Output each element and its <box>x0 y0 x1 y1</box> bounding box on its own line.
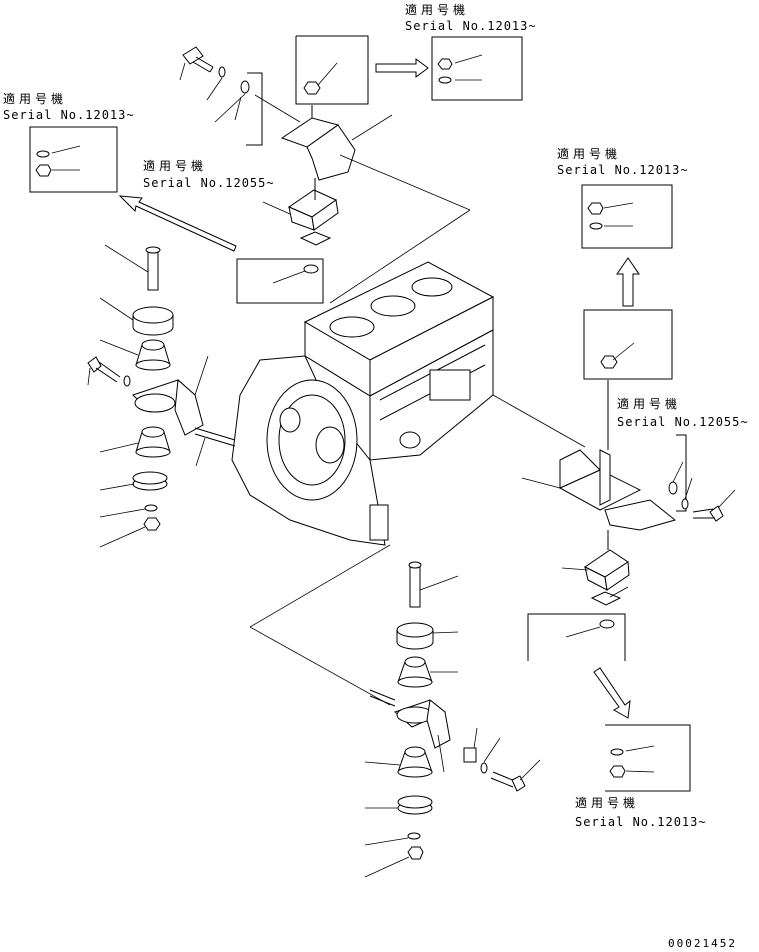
note-top-left-serial: Serial No.12013~ <box>3 108 135 122</box>
note-top-left-jp: 適用号機 <box>3 91 67 106</box>
note-mid-left: 適用号機 Serial No.12055~ <box>143 158 275 190</box>
note-right-mid: 適用号機 Serial No.12055~ <box>617 396 749 429</box>
note-right-top-jp: 適用号機 <box>557 146 621 161</box>
leader-top-bracket <box>339 154 471 211</box>
detail-box-top-left <box>29 126 118 193</box>
note-bottom-right-serial: Serial No.12013~ <box>575 815 707 829</box>
note-top-center: 適用号機 Serial No.12013~ <box>405 2 537 33</box>
detail-box-top-right <box>431 36 523 101</box>
detail-box-right-top <box>581 184 673 249</box>
right-mount-group <box>492 380 736 606</box>
left-mount-stack <box>87 244 236 548</box>
note-bottom-right-jp: 適用号機 <box>575 795 639 810</box>
leader-top-bracket-2 <box>329 209 471 304</box>
drawing-code: 00021452 <box>668 937 737 950</box>
detail-box-top-center <box>295 35 429 105</box>
detail-box-bottom-center <box>527 613 631 719</box>
note-top-center-jp: 適用号機 <box>405 2 469 17</box>
bottom-mount-stack <box>249 544 541 878</box>
detail-box-right-mid <box>583 257 673 380</box>
note-top-left: 適用号機 Serial No.12013~ <box>3 91 135 122</box>
note-right-mid-serial: Serial No.12055~ <box>617 415 749 429</box>
note-top-center-serial: Serial No.12013~ <box>405 19 537 33</box>
detail-box-bottom-right <box>605 724 691 792</box>
arrow-to-top-left-box <box>118 195 237 252</box>
note-mid-left-jp: 適用号機 <box>143 158 207 173</box>
note-right-top: 適用号機 Serial No.12013~ <box>557 146 689 177</box>
note-bottom-right: 適用号機 Serial No.12013~ <box>575 795 707 829</box>
engine-block <box>231 261 495 546</box>
note-mid-left-serial: Serial No.12055~ <box>143 176 275 190</box>
detail-box-left-mid <box>236 258 324 304</box>
note-right-mid-jp: 適用号機 <box>617 396 681 411</box>
top-bracket-group <box>179 46 393 246</box>
note-right-top-serial: Serial No.12013~ <box>557 163 689 177</box>
